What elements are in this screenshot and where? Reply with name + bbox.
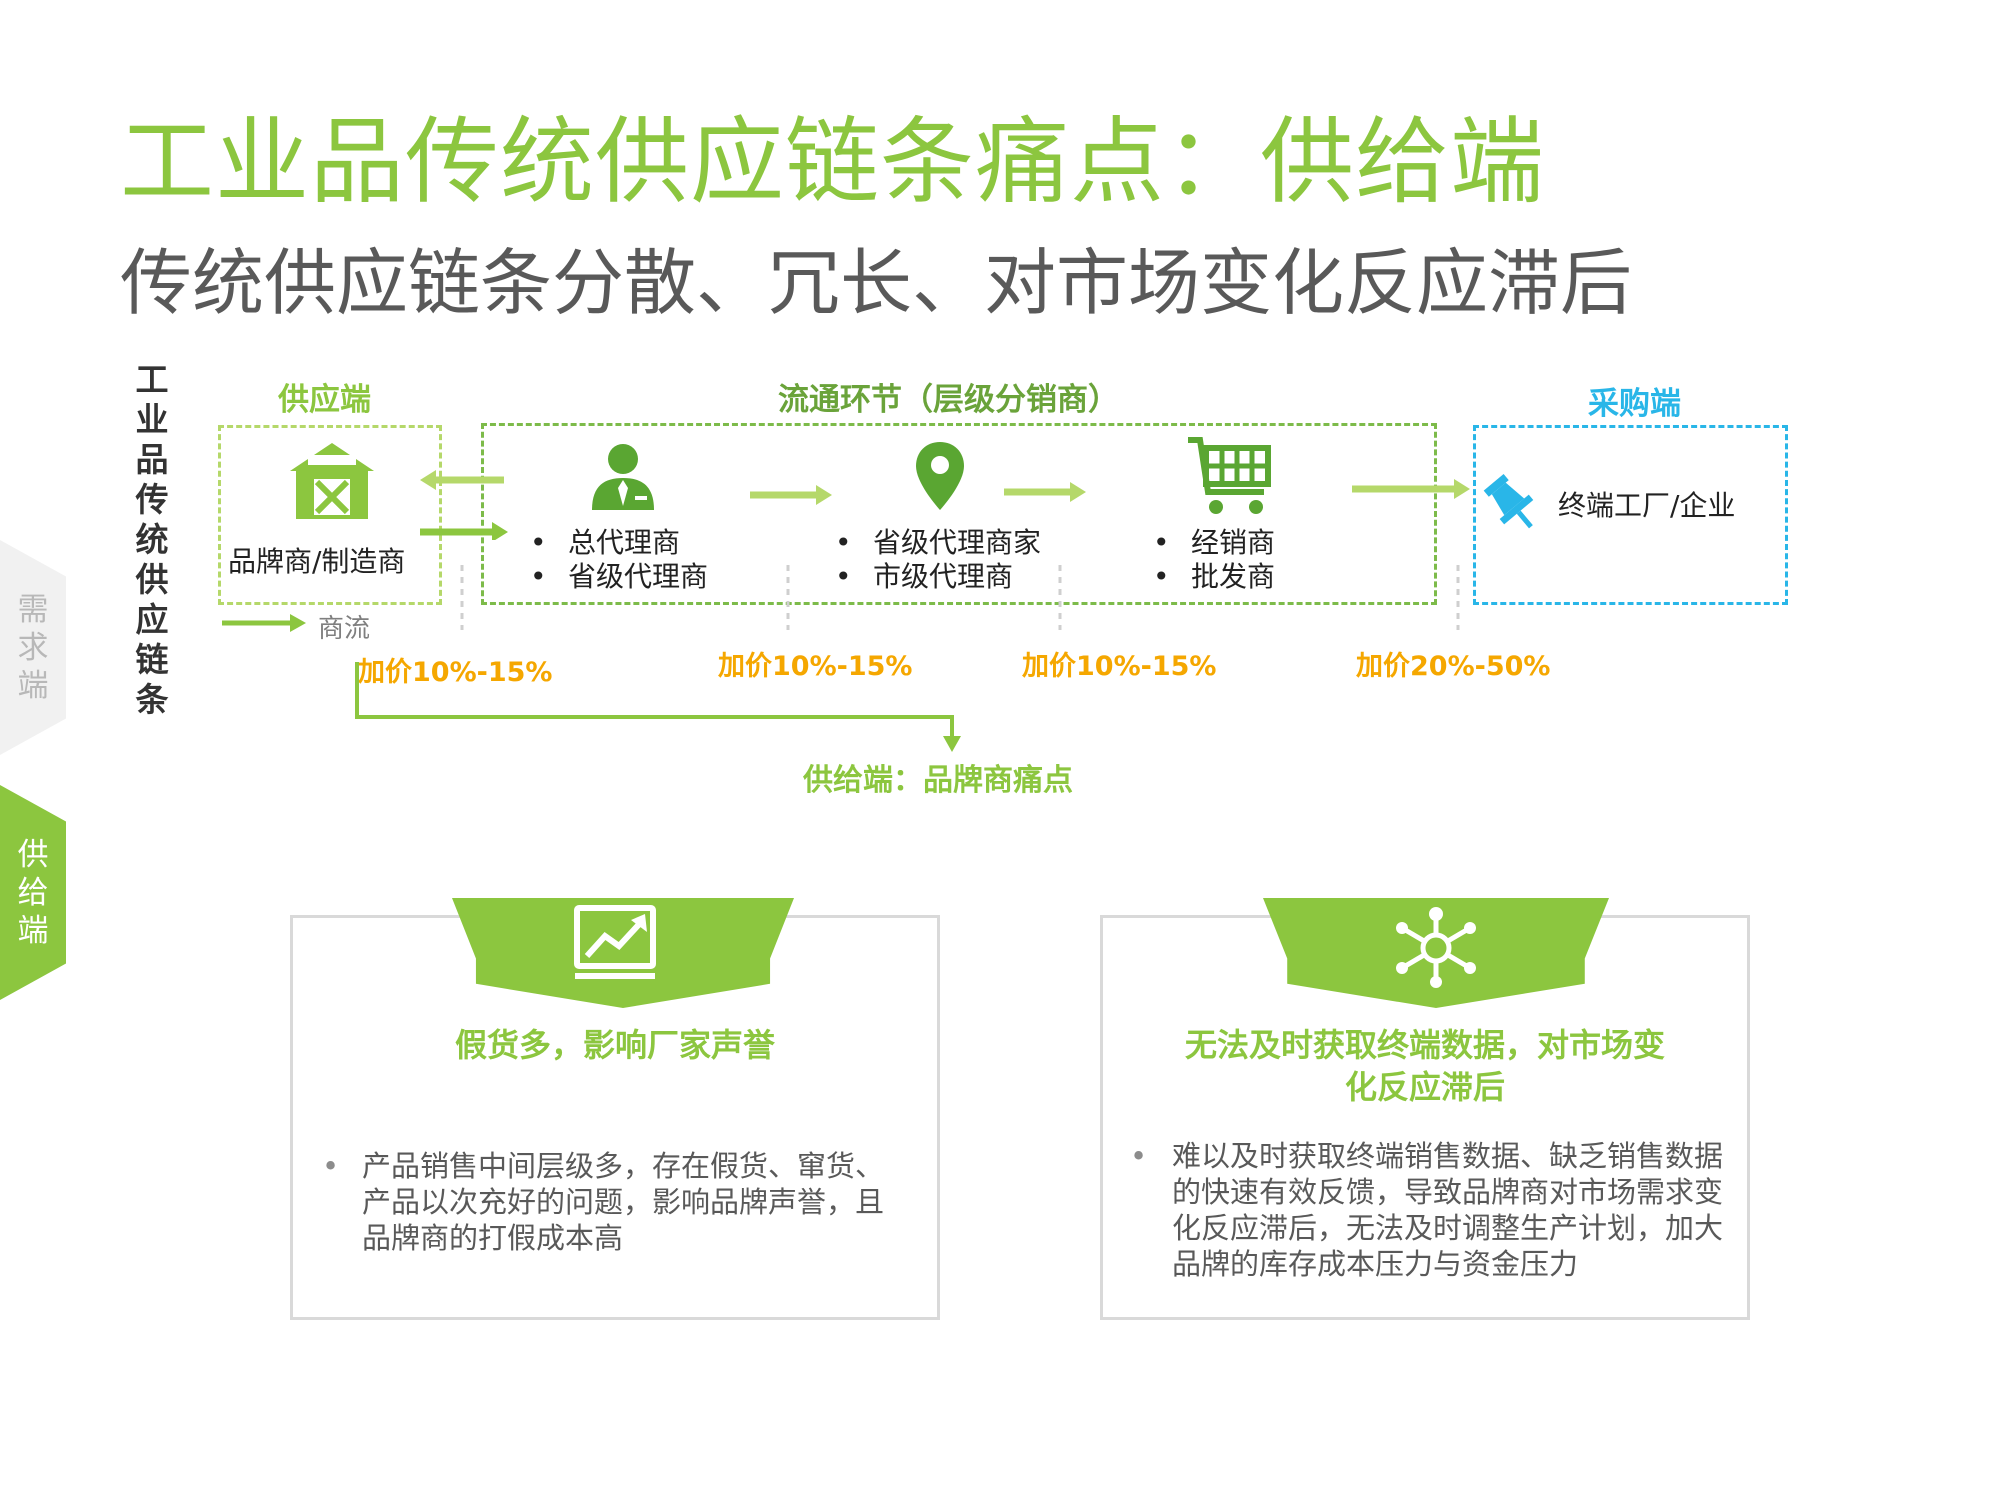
barn-icon	[290, 443, 374, 519]
supply-side-box	[218, 425, 442, 605]
tier1-item: 省级代理商	[530, 560, 708, 594]
flow-arrow	[750, 485, 832, 505]
circulation-label: 流通环节（层级分销商）	[778, 382, 1119, 418]
flow-arrow	[1352, 479, 1470, 499]
agent-person-icon	[592, 444, 654, 510]
markup-label-4: 加价20%-50%	[1356, 651, 1551, 682]
markup-label-1: 加价10%-15%	[358, 657, 553, 688]
tier2-item: 市级代理商	[835, 560, 1041, 594]
pushpin-icon	[1483, 473, 1534, 529]
circulation-box	[481, 423, 1437, 605]
side-tab-demand-label: 需求端	[17, 591, 49, 704]
end-factory-node: 终端工厂/企业	[1558, 489, 1736, 522]
network-icon	[1396, 907, 1476, 988]
card-2-body: • 难以及时获取终端销售数据、缺乏销售数据的快速有效反馈，导致品牌商对市场需求变…	[1130, 1138, 1724, 1282]
trade-flow-label: 商流	[318, 614, 371, 644]
tier2-list: 省级代理商家 市级代理商	[835, 526, 1041, 594]
tier2-item: 省级代理商家	[835, 526, 1041, 560]
tier3-list: 经销商 批发商	[1153, 526, 1275, 594]
card-2-title: 无法及时获取终端数据，对市场变化反应滞后	[1184, 1026, 1665, 1106]
side-tab-demand[interactable]: 需求端	[0, 540, 66, 755]
purchase-side-box	[1473, 425, 1788, 605]
supply-side-label: 供应端	[278, 382, 371, 418]
brand-manufacturer-node: 品牌商/制造商	[228, 545, 406, 578]
pain-point-label: 供给端：品牌商痛点	[803, 763, 1073, 798]
tier3-item: 经销商	[1153, 526, 1275, 560]
trade-flow-arrow	[222, 614, 306, 632]
markup-label-2: 加价10%-15%	[718, 651, 913, 682]
pain-point-connector	[355, 662, 961, 752]
bidirectional-arrows	[420, 470, 508, 540]
vertical-chain-label: 工业品传统供应链条	[135, 360, 169, 719]
shopping-cart-icon	[1188, 437, 1271, 514]
bullet-dot: •	[1130, 1139, 1148, 1173]
purchase-side-label: 采购端	[1588, 386, 1681, 422]
location-pin-icon	[916, 442, 964, 510]
card-1-text: 产品销售中间层级多，存在假货、窜货、产品以次充好的问题，影响品牌声誉，且品牌商的…	[362, 1149, 885, 1255]
markup-label-3: 加价10%-15%	[1022, 651, 1217, 682]
page-title: 工业品传统供应链条痛点：供给端	[120, 108, 1546, 217]
tier3-item: 批发商	[1153, 560, 1275, 594]
trend-chart-icon	[574, 905, 656, 979]
side-tab-supply-label: 供给端	[17, 836, 49, 949]
page-subtitle: 传统供应链条分散、冗长、对市场变化反应滞后	[120, 241, 1633, 325]
side-tab-supply[interactable]: 供给端	[0, 785, 66, 1000]
card-2-text: 难以及时获取终端销售数据、缺乏销售数据的快速有效反馈，导致品牌商对市场需求变化反…	[1172, 1139, 1724, 1281]
tier1-list: 总代理商 省级代理商	[530, 526, 708, 594]
card-1-body: • 产品销售中间层级多，存在假货、窜货、产品以次充好的问题，影响品牌声誉，且品牌…	[322, 1148, 912, 1256]
card-1-title: 假货多，影响厂家声誉	[454, 1026, 775, 1064]
tier1-item: 总代理商	[530, 526, 708, 560]
bullet-dot: •	[322, 1149, 340, 1183]
markup-dividers	[460, 565, 1460, 630]
flow-arrow	[1004, 482, 1086, 502]
